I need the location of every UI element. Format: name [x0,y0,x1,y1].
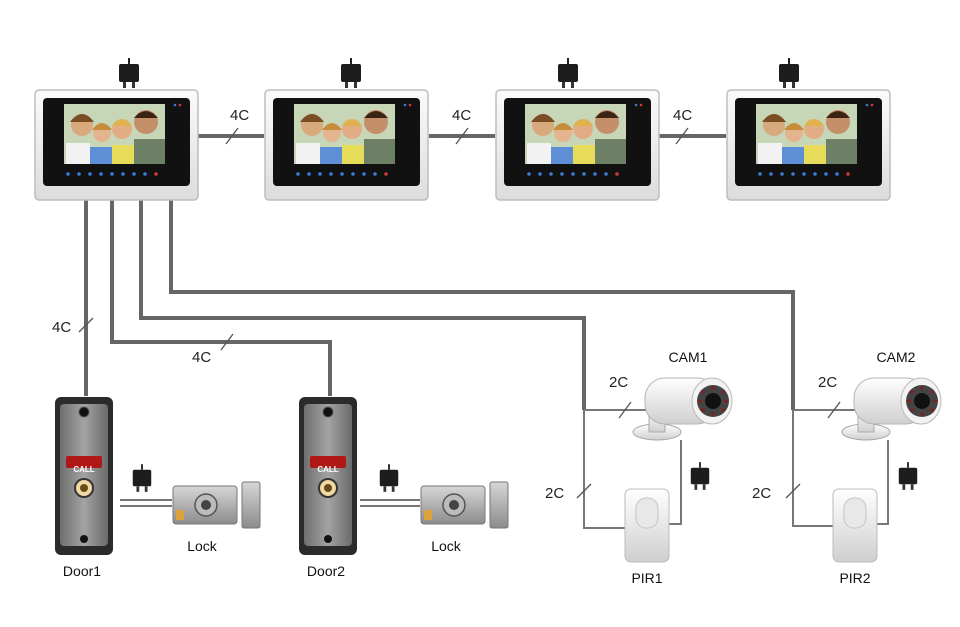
label-cam1: CAM1 [669,349,708,365]
monitor-1 [34,89,199,201]
wire-label-monitor-2: 4C [452,107,471,124]
pir-sensor-1 [624,488,670,563]
monitor-2 [264,89,429,201]
power-adapter-icon [557,58,579,88]
power-adapter-icon [778,58,800,88]
door-station-2 [298,396,358,556]
wire-label-cam1: 2C [609,374,628,391]
tick-door2 [220,333,234,351]
wire-pir2-branch [792,410,834,527]
tick-monitor-1 [225,127,239,145]
pir-sensors [624,488,878,563]
tick-door1 [78,317,94,333]
monitors [34,58,891,201]
wire-label-pir2: 2C [752,485,771,502]
monitor-4 [726,89,891,201]
label-lock1: Lock [187,538,218,554]
camera-1 [632,377,733,441]
wire-label-door2: 4C [192,349,211,366]
camera-2 [841,377,942,441]
wire-label-door1: 4C [52,319,71,336]
wire-pir1-power [668,440,682,525]
door-station-1 [54,396,114,556]
monitor-3 [495,89,660,201]
door-stations: CALL CALL [54,396,358,556]
wire-labels: 4C 4C 4C 4C 4C 2C 2C 2C 2C [52,107,837,502]
power-adapter-icon [689,462,711,490]
label-cam2: CAM2 [877,349,916,365]
label-door1: Door1 [63,563,101,579]
wire-cam1 [139,200,586,410]
tick-cam1 [618,401,632,419]
wire-label-pir1: 2C [545,485,564,502]
power-adapter-icon [340,58,362,88]
cameras [632,377,942,490]
label-door2: Door2 [307,563,345,579]
cable-tick-marks [78,127,841,499]
call-button-label-1: CALL [73,465,94,474]
power-adapter-icon [378,464,400,492]
label-pir1: PIR1 [631,570,662,586]
label-lock2: Lock [431,538,462,554]
wire-label-monitor-3: 4C [673,107,692,124]
wire-door2 [110,200,332,396]
wire-label-monitor-1: 4C [230,107,249,124]
tick-pir2 [785,483,801,499]
power-adapter-icon [131,464,153,492]
power-adapter-icon [897,462,919,490]
electric-lock-2 [420,481,509,529]
tick-monitor-2 [455,127,469,145]
electric-lock-1 [172,481,261,529]
wire-pir1-branch [583,410,626,529]
pir-sensor-2 [832,488,878,563]
tick-cam2 [827,401,841,419]
wire-label-cam2: 2C [818,374,837,391]
tick-monitor-3 [675,127,689,145]
call-button-label-2: CALL [317,465,338,474]
tick-pir1 [576,483,592,499]
wiring [84,134,889,529]
wire-cam2 [169,200,795,410]
wire-pir2-power [876,440,889,525]
device-labels: CAM1 CAM2 Door1 Door2 Lock Lock PIR1 PIR… [63,349,916,586]
power-adapter-icon [118,58,140,88]
label-pir2: PIR2 [839,570,870,586]
